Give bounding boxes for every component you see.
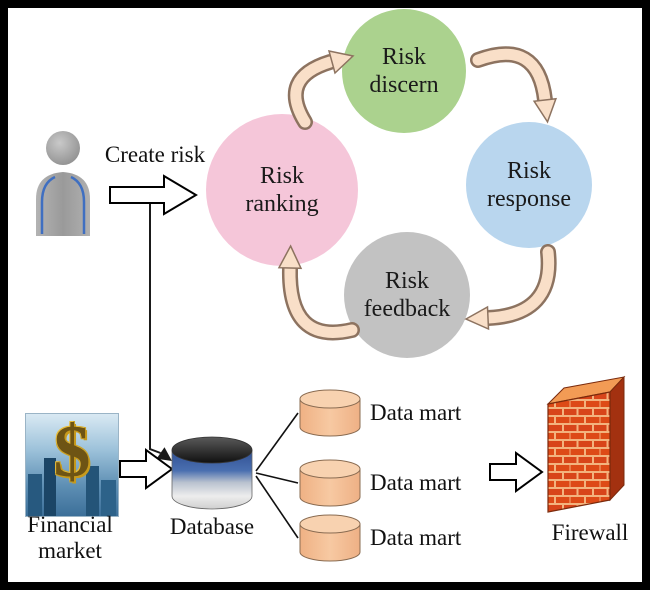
database-label: Database: [169, 514, 255, 539]
risk-discern-label: Risk discern: [369, 43, 439, 98]
data-mart-label-2: Data mart: [370, 470, 462, 495]
data-mart-icon-2: [299, 459, 361, 507]
database-icon: [171, 436, 253, 510]
building-shape: [101, 480, 116, 516]
create-risk-label: Create risk: [104, 142, 206, 167]
cycle-node-risk-feedback: Risk feedback: [344, 232, 470, 358]
building-shape: [44, 458, 56, 516]
building-shape: [28, 474, 42, 516]
create-risk-arrow: [109, 174, 198, 216]
cycle-arrow-ranking-to-discern: [287, 50, 355, 130]
financial-to-database-arrow: [119, 448, 174, 490]
dollar-icon: $: [53, 413, 91, 493]
user-icon: [36, 131, 90, 236]
actor-to-database-connector: [149, 203, 172, 461]
cycle-node-risk-discern: Risk discern: [342, 9, 466, 133]
cycle-arrow-feedback-to-ranking: [277, 244, 360, 341]
data-mart-label-1: Data mart: [370, 400, 462, 425]
database-to-datamart-lines: [255, 412, 299, 539]
risk-response-label: Risk response: [487, 157, 571, 212]
risk-ranking-label: Risk ranking: [245, 162, 319, 217]
data-mart-icon-1: [299, 389, 361, 437]
cycle-arrow-discern-to-response: [470, 46, 558, 124]
risk-feedback-label: Risk feedback: [363, 267, 451, 322]
financial-market-label: Financial market: [27, 512, 113, 563]
data-mart-label-3: Data mart: [370, 525, 462, 550]
cycle-node-risk-response: Risk response: [466, 122, 592, 248]
firewall-icon: [546, 375, 626, 513]
cycle-arrow-response-to-feedback: [464, 244, 557, 331]
firewall-label: Firewall: [551, 520, 629, 545]
financial-market-image: $: [25, 413, 119, 517]
data-mart-icon-3: [299, 514, 361, 562]
building-shape: [86, 466, 99, 516]
cycle-node-risk-ranking: Risk ranking: [206, 114, 358, 266]
datamart-to-firewall-arrow: [489, 451, 544, 493]
